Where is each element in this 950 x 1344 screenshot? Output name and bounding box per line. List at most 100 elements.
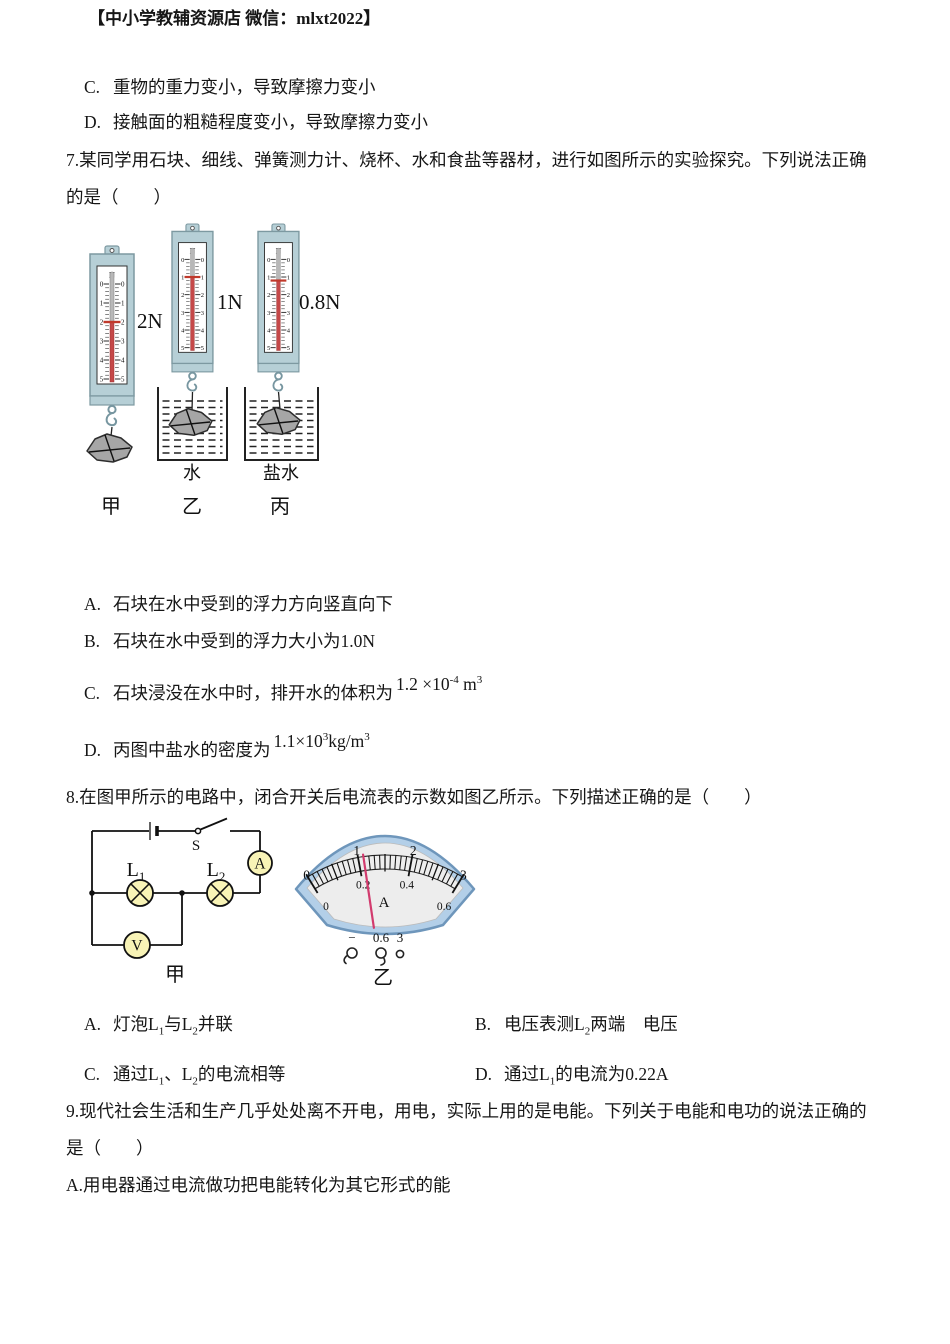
tick-label: 4 <box>287 327 291 334</box>
text-fragment: 2 <box>584 1025 591 1038</box>
option-text: 灯泡L1与L2并联 <box>113 1014 233 1038</box>
text-fragment: 灯泡L <box>113 1014 159 1034</box>
tick-label: 2 <box>287 292 290 299</box>
terminal-label: 3 <box>397 930 404 945</box>
outer-scale-number: 3 <box>460 868 467 883</box>
meter-tick <box>407 854 414 877</box>
tick-label: 5 <box>100 376 104 384</box>
tick-label: 4 <box>181 327 185 334</box>
text-fragment: 1 <box>549 1075 556 1088</box>
tick-label: 3 <box>100 338 104 346</box>
scale-pointer <box>270 279 287 282</box>
q7-stem-line1: 7.某同学用石块、细线、弹簧测力计、烧杯、水和食盐等器材，进行如图所示的实验探究… <box>66 150 867 170</box>
meter-tick <box>404 856 408 871</box>
switch-label: S <box>192 838 200 854</box>
text-fragment: 1.1×10 <box>273 730 323 751</box>
meter-tick <box>352 858 357 873</box>
text-fragment: 通过L <box>504 1064 550 1084</box>
junction-node <box>89 890 95 896</box>
text-fragment: 的电流相等 <box>197 1064 286 1084</box>
text-fragment: 1.2 ×10 <box>396 673 450 694</box>
q8-option-d: D.通过L1的电流为0.22A <box>475 1063 668 1093</box>
meter-tick <box>445 871 454 885</box>
option-text: 石块在水中受到的浮力大小为1.0N <box>113 631 376 651</box>
hook <box>272 378 284 392</box>
q8-option-a: A. 灯泡L1与L2并联 <box>84 1013 233 1043</box>
meter-tick <box>346 859 352 874</box>
meter-needle <box>361 853 375 929</box>
text-fragment: 的电流为0.22A <box>555 1064 669 1084</box>
spring-scale-甲: N001122334455 <box>89 245 135 427</box>
meter-tick <box>423 861 429 875</box>
meter-face <box>306 842 464 928</box>
lamp-label: L1 <box>127 859 146 884</box>
meter-tick <box>326 866 333 880</box>
liquid-label: 盐水 <box>263 463 299 483</box>
scale-bottom-bracket <box>171 362 214 373</box>
q8-option-b: B.电压表测L2两端 电压 <box>475 1013 678 1043</box>
meter-tick <box>437 866 444 880</box>
option-label: C. <box>84 1064 101 1084</box>
outer-scale-number: 0 <box>303 868 310 883</box>
text-fragment: kg/m <box>328 730 365 751</box>
tick-label: 1 <box>121 300 125 308</box>
tick-label: 2 <box>121 319 125 327</box>
spring-scale-experiment-figure: N001122334455N001122334455N0011223344552… <box>86 223 340 518</box>
tick-label: 0 <box>100 281 104 289</box>
meter-tick <box>389 855 391 870</box>
spring-scale-乙: N001122334455 <box>171 223 214 392</box>
option-text: 通过L1的电流为0.22A <box>504 1064 669 1088</box>
figure-caption: 甲 <box>165 964 185 986</box>
tick-label: 2 <box>181 292 184 299</box>
meter-tick <box>321 868 329 882</box>
tick-label: 1 <box>100 300 104 308</box>
option-label: B. <box>84 631 101 651</box>
option-formula: 1.2 ×10-4 m3 <box>396 674 482 694</box>
text-fragment: m <box>458 673 477 694</box>
scale-bottom-bracket <box>257 362 300 373</box>
meter-tick <box>431 863 440 881</box>
scale-pointer <box>184 275 201 279</box>
reading-label: 1N <box>217 290 243 314</box>
option-formula: 1.1×103kg/m3 <box>274 731 370 751</box>
prev-option-c: C.重物的重力变小，导致摩擦力变小 <box>84 76 376 98</box>
meter-unit-label: A <box>379 895 390 911</box>
option-label: A. <box>84 594 102 614</box>
q7-option-b: B. 石块在水中受到的浮力大小为1.0N <box>84 630 378 652</box>
tick-label: 0 <box>267 257 270 264</box>
text-fragment: -4 <box>449 674 459 686</box>
reading-label: 2N <box>137 309 163 333</box>
junction-node <box>179 890 185 896</box>
beaker <box>157 387 228 461</box>
terminal-3 <box>395 949 405 959</box>
q7-option-a: A. 石块在水中受到的浮力方向竖直向下 <box>84 593 396 615</box>
tick-label: 3 <box>181 310 184 317</box>
stone-cross-line <box>104 434 115 462</box>
prev-option-d: D.接触面的粗糙程度变小，导致摩擦力变小 <box>84 111 428 133</box>
inner-scale-number: 0.4 <box>400 880 415 892</box>
meter-tick <box>399 855 402 870</box>
q8-option-c: C.通过L1、L2的电流相等 <box>84 1063 285 1093</box>
option-text: 石块在水中受到的浮力方向竖直向下 <box>113 594 393 614</box>
stone-cross-line <box>273 408 284 434</box>
meter-tick <box>418 859 424 874</box>
option-label: A. <box>84 1014 102 1034</box>
tick-label: 3 <box>201 310 204 317</box>
terminal-label: 0.6 <box>373 930 390 945</box>
meter-tick <box>450 873 459 887</box>
lamp-label-base: L <box>127 859 139 881</box>
text-fragment: 并联 <box>197 1014 233 1034</box>
tick-label: 0 <box>201 257 204 264</box>
tick-label: 1 <box>267 274 270 281</box>
tick-label: 4 <box>267 327 271 334</box>
spring-rod-red <box>109 321 115 383</box>
tick-label: 2 <box>201 292 204 299</box>
meter-tick <box>368 855 371 870</box>
tick-label: 1 <box>287 274 290 281</box>
outer-scale-number: 2 <box>410 843 417 858</box>
hook <box>105 412 118 427</box>
option-text: 丙图中盐水的密度为 <box>113 739 271 760</box>
scale-bottom-bracket <box>89 395 135 406</box>
